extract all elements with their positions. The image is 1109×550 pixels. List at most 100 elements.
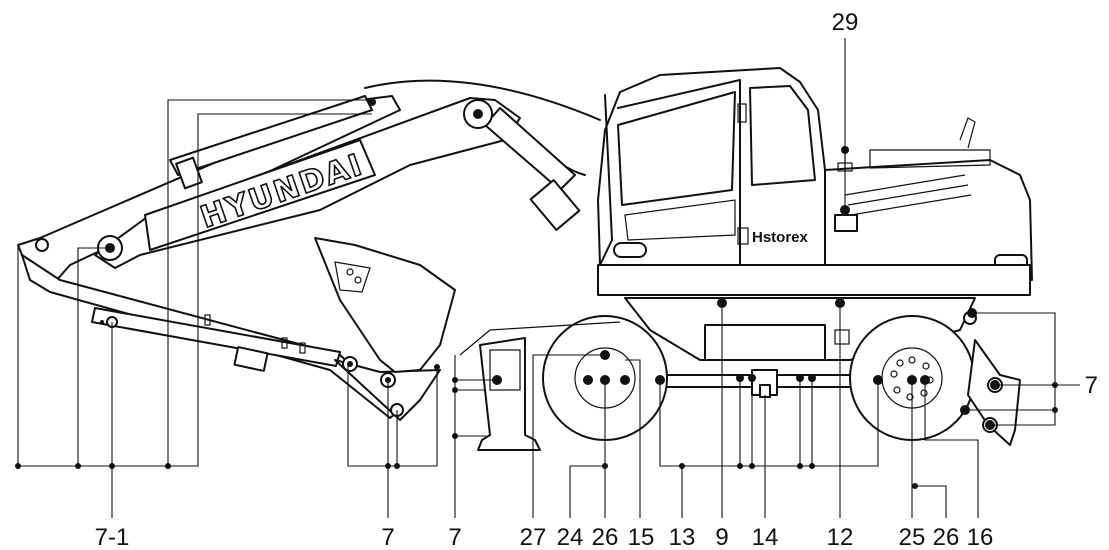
junction-dot [165, 463, 171, 469]
boom-top-edge [364, 79, 601, 121]
junction-dot [809, 463, 815, 469]
leader-26-rear [915, 485, 947, 518]
lubrication-point-dots [15, 146, 1058, 489]
cab-step-plate [737, 227, 749, 245]
grease-point [835, 298, 845, 308]
leader-16 [924, 380, 979, 518]
upper-structure-linework: Hstorex [597, 67, 1033, 296]
callout-26-rear: 26 [933, 524, 960, 550]
upper-frame-base [597, 264, 1031, 296]
grease-point [990, 380, 1000, 390]
callout-7-1: 7-1 [95, 524, 130, 550]
junction-dot [1052, 382, 1058, 388]
leader-7-1-bracket-b [167, 99, 370, 466]
arm-tip-pin [35, 238, 49, 252]
callout-9: 9 [715, 524, 728, 550]
callout-13: 13 [669, 524, 696, 550]
bucket-bolt-2 [354, 276, 362, 284]
grease-point [967, 308, 977, 318]
leader-7-linkage-bracket [347, 364, 438, 467]
exhaust-pipe [959, 117, 976, 149]
junction-dot [452, 433, 458, 439]
grease-point [841, 146, 849, 154]
attachment-linework: HYUNDAI [17, 79, 601, 421]
boom-cylinder-rod-end [529, 179, 581, 231]
bucket-cylinder-gland [233, 346, 269, 372]
leader-7-right-bracket [972, 312, 1056, 426]
callout-24: 24 [557, 524, 584, 550]
callout-16: 16 [967, 524, 994, 550]
callout-7-right: 7 [1085, 372, 1098, 399]
leader-13-span [682, 380, 879, 467]
grease-point [748, 374, 756, 382]
arm-slot-3 [299, 342, 306, 354]
callout-15: 15 [628, 524, 655, 550]
junction-dot [797, 463, 803, 469]
grease-point [583, 375, 593, 385]
cab-door-handle [737, 103, 747, 123]
leader-15 [625, 359, 641, 518]
bucket-cylinder [91, 307, 341, 367]
engine-access-panel [834, 214, 858, 232]
arm-slot-2 [281, 337, 288, 349]
callout-29: 29 [832, 9, 859, 36]
grease-point [600, 375, 610, 385]
engine-grille [844, 174, 972, 216]
grease-point [873, 375, 883, 385]
grease-point [655, 375, 665, 385]
junction-dot [109, 463, 115, 469]
leader-7-1-bracket-a [17, 113, 372, 467]
cab-badge: Hstorex [752, 229, 809, 246]
arm-cylinder-top [169, 95, 373, 176]
leader-27 [532, 354, 605, 518]
bucket-bolt-1 [346, 268, 354, 276]
boom-label-panel [144, 139, 376, 251]
junction-dot [737, 463, 743, 469]
grease-point [907, 375, 917, 385]
leader-7-1-bracket-c [77, 247, 110, 466]
frame-center-panel [704, 324, 826, 361]
callout-7-outrigger: 7 [448, 524, 461, 550]
bucket [314, 237, 456, 373]
bucket-ear [334, 261, 371, 293]
frame-plate [834, 329, 850, 345]
junction-dot [452, 387, 458, 393]
callout-7-linkage: 7 [381, 524, 394, 550]
callout-12: 12 [827, 524, 854, 550]
junction-dot [1052, 407, 1058, 413]
grease-point [620, 375, 630, 385]
grease-point [840, 205, 850, 215]
junction-dot [452, 377, 458, 383]
callout-14: 14 [752, 524, 779, 550]
boom-cylinder [484, 107, 576, 191]
grease-point [717, 298, 727, 308]
grease-point [736, 374, 744, 382]
engine-top-rail [869, 149, 991, 169]
leader-24 [569, 465, 605, 518]
leader-13 [659, 380, 683, 518]
outrigger-leg [477, 337, 541, 451]
junction-dot [602, 463, 608, 469]
callout-26-front: 26 [592, 524, 619, 550]
arm-slot-1 [204, 314, 211, 326]
cab-front-window [617, 91, 736, 206]
cab-side-window [749, 85, 816, 186]
grease-point [920, 375, 930, 385]
grease-point [808, 374, 816, 382]
arm-cylinder-pin [368, 98, 376, 106]
outrigger-cylinder [489, 349, 521, 391]
cab-front-pillar [599, 94, 613, 266]
grease-point [960, 405, 970, 415]
callout-labels: 29 7 7-1 7 7 27 24 26 15 13 9 14 12 25 2… [95, 9, 1098, 550]
grease-point [985, 420, 995, 430]
outrigger-link [459, 321, 621, 356]
cab-door-frame [617, 79, 741, 266]
callout-25: 25 [899, 524, 926, 550]
cab-lower-window [624, 199, 736, 241]
grease-point [600, 350, 610, 360]
junction-dot [912, 483, 918, 489]
junction-dot [15, 463, 21, 469]
bucket-cylinder-dot [100, 320, 104, 324]
